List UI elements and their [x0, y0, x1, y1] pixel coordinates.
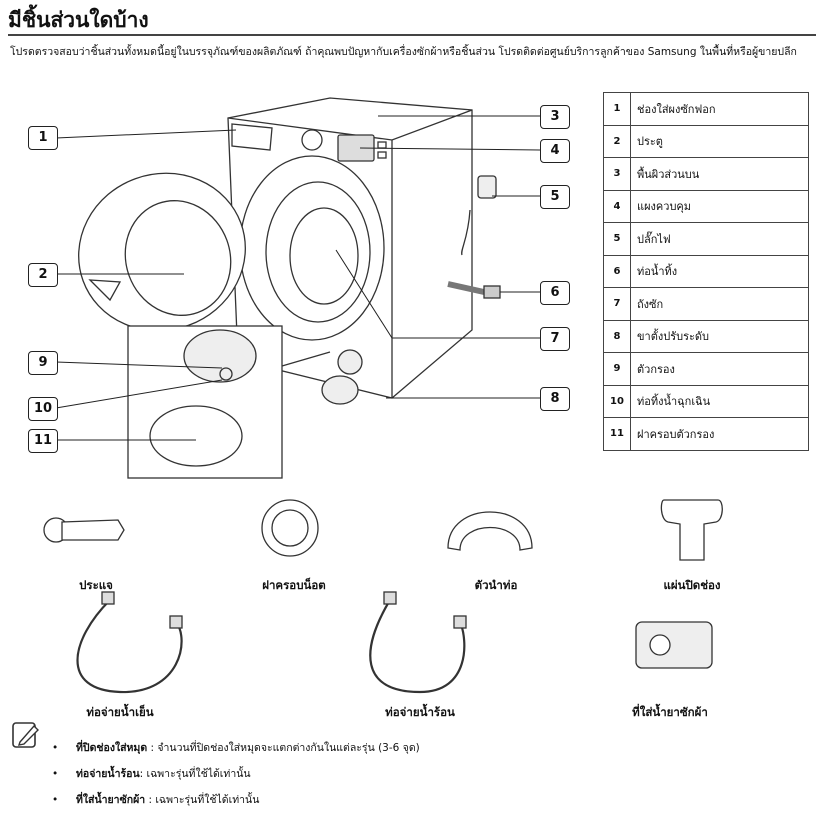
- part-number: 6: [603, 254, 631, 288]
- notes-list: ที่ปิดช่องใส่หมุด : จำนวนที่ปิดช่องใส่หม…: [52, 738, 420, 816]
- power-plug: [477, 175, 497, 199]
- hole-cover-icon: [660, 499, 723, 561]
- list-item: ที่ใส่น้ำยาซักผ้า : เฉพาะรุ่นที่ใช้ได้เท…: [52, 790, 420, 816]
- accessory-label-wrench: ประแจ: [79, 578, 113, 592]
- note-text: : เฉพาะรุ่นที่ใช้ได้เท่านั้น: [145, 794, 260, 806]
- page-title: มีชิ้นส่วนใดบ้าง: [8, 8, 149, 32]
- part-name: ถังซัก: [630, 287, 809, 321]
- door: [78, 172, 246, 332]
- part-name: ประตู: [630, 124, 809, 158]
- part-name: ท่อน้ำทิ้ง: [630, 254, 809, 288]
- title-divider: [8, 34, 816, 36]
- part-name: ท่อทิ้งน้ำฉุกเฉิน: [630, 384, 809, 418]
- detergent-container-icon: [635, 621, 713, 669]
- bolt-cap-icon: [261, 499, 319, 557]
- filter-cover: [321, 375, 359, 405]
- list-item: ท่อจ่ายน้ำร้อน: เฉพาะรุ่นที่ใช้ได้เท่านั…: [52, 764, 420, 790]
- callout-11: 11: [28, 429, 58, 453]
- part-name: แผงควบคุม: [630, 189, 809, 223]
- part-number: 4: [603, 189, 631, 223]
- part-number: 8: [603, 319, 631, 353]
- power-cord: [461, 209, 471, 256]
- note-term: ที่ใส่น้ำยาซักผ้า: [76, 794, 146, 806]
- accessory-label-hose-guide: ตัวนำท่อ: [474, 578, 518, 592]
- part-number: 9: [603, 352, 631, 386]
- accessory-label-hot-hose: ท่อจ่ายน้ำร้อน: [385, 705, 455, 719]
- note-text: : จำนวนที่ปิดช่องใส่หมุดจะแตกต่างกันในแต…: [147, 742, 420, 754]
- cold-hose-icon: [76, 591, 183, 694]
- drain-hose: [447, 281, 485, 295]
- callout-2: 2: [28, 263, 58, 287]
- part-number: 10: [603, 384, 631, 418]
- note-term: ที่ปิดช่องใส่หมุด: [76, 742, 148, 754]
- part-name: ฝาครอบตัวกรอง: [630, 417, 809, 451]
- part-number: 1: [603, 92, 631, 126]
- wrench-icon: [43, 517, 125, 543]
- callout-9: 9: [28, 351, 58, 375]
- part-name: ปลั๊กไฟ: [630, 222, 809, 256]
- part-name: ตัวกรอง: [630, 352, 809, 386]
- accessory-label-detergent-container: ที่ใส่น้ำยาซักผ้า: [632, 705, 708, 719]
- part-number: 7: [603, 287, 631, 321]
- callout-7: 7: [540, 327, 570, 351]
- part-number: 11: [603, 417, 631, 451]
- note-icon: [12, 722, 39, 748]
- program-dial: [301, 129, 323, 151]
- drum: [265, 181, 371, 323]
- part-number: 2: [603, 124, 631, 158]
- note-term: ท่อจ่ายน้ำร้อน: [76, 768, 140, 780]
- callout-6: 6: [540, 281, 570, 305]
- callout-8: 8: [540, 387, 570, 411]
- part-name: ช่องใส่ผงซักฟอก: [630, 92, 809, 126]
- callout-10: 10: [28, 397, 58, 421]
- callout-4: 4: [540, 139, 570, 163]
- callout-5: 5: [540, 185, 570, 209]
- accessory-label-bolt-cap: ฝาครอบน็อต: [262, 578, 326, 592]
- part-name: ขาตั้งปรับระดับ: [630, 319, 809, 353]
- intro-paragraph: โปรดตรวจสอบว่าชิ้นส่วนทั้งหมดนี้อยู่ในบร…: [10, 46, 797, 58]
- accessory-label-hole-cover: แผ่นปิดช่อง: [663, 578, 721, 592]
- part-name: พื้นผิวส่วนบน: [630, 157, 809, 191]
- detergent-drawer: [231, 123, 273, 151]
- hot-hose-icon: [369, 591, 467, 694]
- list-item: ที่ปิดช่องใส่หมุด : จำนวนที่ปิดช่องใส่หม…: [52, 738, 420, 764]
- hose-guide-icon: [447, 511, 533, 551]
- part-number: 5: [603, 222, 631, 256]
- callout-1: 1: [28, 126, 58, 150]
- part-number: 3: [603, 157, 631, 191]
- note-text: : เฉพาะรุ่นที่ใช้ได้เท่านั้น: [139, 768, 251, 780]
- accessory-label-cold-hose: ท่อจ่ายน้ำเย็น: [86, 705, 154, 719]
- callout-3: 3: [540, 105, 570, 129]
